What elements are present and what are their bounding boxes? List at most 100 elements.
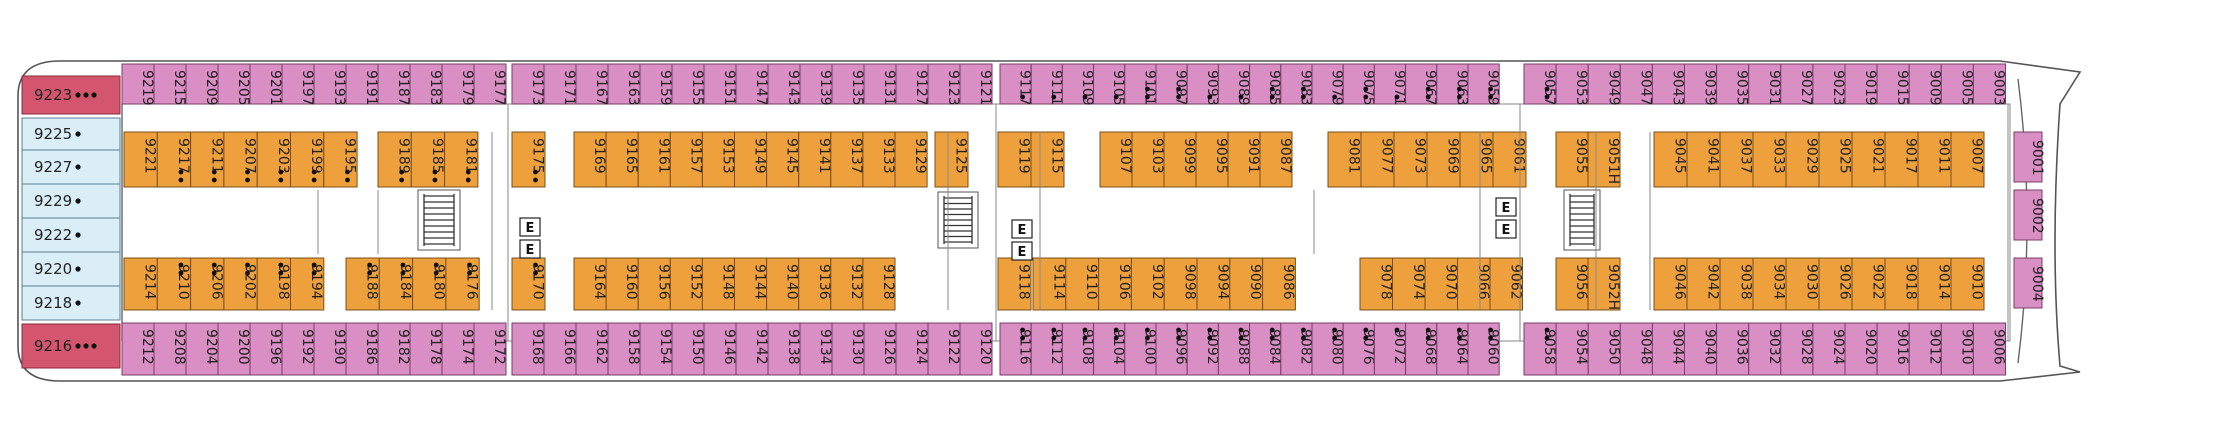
cabin-9128[interactable]: 9128	[862, 257, 896, 311]
cabin-9102[interactable]: 9102	[1130, 257, 1165, 311]
cabin-9129[interactable]: 9129	[894, 131, 928, 188]
cabin-9090[interactable]: 9090	[1229, 257, 1263, 311]
cabin-9104[interactable]: 9104	[1093, 322, 1127, 376]
cabin-9089[interactable]: 9089	[1217, 63, 1251, 106]
cabin-9164[interactable]: 9164	[573, 257, 607, 311]
cabin-9206[interactable]: 9206	[190, 257, 225, 311]
cabin-9166[interactable]: 9166	[543, 322, 577, 376]
cabin-9099[interactable]: 9099	[1163, 131, 1197, 188]
cabin-9217[interactable]: 9217	[156, 131, 192, 188]
cabin-9187[interactable]: 9187	[377, 63, 411, 106]
cabin-9212[interactable]: 9212	[121, 322, 155, 376]
cabin-9097[interactable]: 9097	[1155, 63, 1189, 106]
cabin-9024[interactable]: 9024	[1812, 322, 1846, 376]
cabin-9172[interactable]: 9172	[473, 322, 507, 376]
cabin-9067[interactable]: 9067	[1405, 63, 1439, 106]
cabin-9056[interactable]: 9056	[1555, 257, 1589, 311]
cabin-9088[interactable]: 9088	[1217, 322, 1251, 376]
cabin-9049[interactable]: 9049	[1587, 63, 1621, 106]
cabin-9153[interactable]: 9153	[701, 131, 735, 188]
cabin-9145[interactable]: 9145	[766, 131, 800, 188]
cabin-9207[interactable]: 9207	[223, 131, 258, 188]
cabin-9084[interactable]: 9084	[1249, 322, 1283, 376]
cabin-9147[interactable]: 9147	[735, 63, 769, 106]
cabin-9091[interactable]: 9091	[1227, 131, 1261, 188]
cabin-9095[interactable]: 9095	[1195, 131, 1229, 188]
cabin-9106[interactable]: 9106	[1098, 257, 1132, 311]
cabin-9029[interactable]: 9029	[1785, 131, 1820, 188]
cabin-9007[interactable]: 9007	[1950, 131, 1985, 188]
cabin-9214[interactable]: 9214	[123, 257, 158, 311]
cabin-9048[interactable]: 9048	[1619, 322, 1653, 376]
cabin-9211[interactable]: 9211	[190, 131, 225, 188]
cabin-9208[interactable]: 9208	[153, 322, 187, 376]
cabin-9185[interactable]: 9185	[410, 131, 446, 188]
cabin-9004[interactable]: 9004	[2013, 257, 2045, 309]
cabin-9030[interactable]: 9030	[1785, 257, 1820, 311]
cabin-9143[interactable]: 9143	[767, 63, 801, 106]
cabin-9038[interactable]: 9038	[1719, 257, 1754, 311]
cabin-9043[interactable]: 9043	[1651, 63, 1685, 106]
cabin-9033[interactable]: 9033	[1752, 131, 1787, 188]
cabin-9026[interactable]: 9026	[1818, 257, 1853, 311]
cabin-9184[interactable]: 9184	[378, 257, 414, 311]
cabin-9154[interactable]: 9154	[639, 322, 673, 376]
cabin-9112[interactable]: 9112	[1030, 322, 1064, 376]
cabin-9044[interactable]: 9044	[1651, 322, 1685, 376]
cabin-9115[interactable]: 9115	[1030, 131, 1065, 188]
cabin-9021[interactable]: 9021	[1851, 131, 1886, 188]
cabin-9193[interactable]: 9193	[313, 63, 347, 106]
cabin-9138[interactable]: 9138	[767, 322, 801, 376]
cabin-9144[interactable]: 9144	[734, 257, 768, 311]
cabin-9216[interactable]: 9216	[21, 323, 121, 369]
cabin-9079[interactable]: 9079	[1311, 63, 1345, 106]
cabin-9221[interactable]: 9221	[123, 131, 158, 188]
cabin-9200[interactable]: 9200	[217, 322, 251, 376]
cabin-9020[interactable]: 9020	[1844, 322, 1878, 376]
cabin-9137[interactable]: 9137	[830, 131, 864, 188]
cabin-9191[interactable]: 9191	[345, 63, 379, 106]
cabin-9055[interactable]: 9055	[1555, 131, 1589, 188]
cabin-9215[interactable]: 9215	[153, 63, 187, 106]
cabin-9059[interactable]: 9059	[1467, 63, 1501, 106]
cabin-9139[interactable]: 9139	[799, 63, 833, 106]
cabin-9121[interactable]: 9121	[959, 63, 993, 106]
cabin-9158[interactable]: 9158	[607, 322, 641, 376]
cabin-9086[interactable]: 9086	[1262, 257, 1296, 311]
cabin-9083[interactable]: 9083	[1280, 63, 1314, 106]
cabin-9036[interactable]: 9036	[1716, 322, 1750, 376]
cabin-9011[interactable]: 9011	[1917, 131, 1952, 188]
cabin-9069[interactable]: 9069	[1426, 131, 1461, 188]
cabin-9002[interactable]: 9002	[2013, 189, 2045, 241]
cabin-9087[interactable]: 9087	[1259, 131, 1293, 188]
cabin-9051H[interactable]: 9051H	[1587, 131, 1621, 188]
cabin-9168[interactable]: 9168	[511, 322, 545, 376]
cabin-9122[interactable]: 9122	[927, 322, 961, 376]
cabin-9116[interactable]: 9116	[999, 322, 1033, 376]
cabin-9220[interactable]: 9220	[21, 251, 121, 287]
cabin-9218[interactable]: 9218	[21, 285, 121, 321]
cabin-9078[interactable]: 9078	[1359, 257, 1393, 311]
cabin-9093[interactable]: 9093	[1186, 63, 1220, 106]
cabin-9061[interactable]: 9061	[1492, 131, 1527, 188]
cabin-9182[interactable]: 9182	[377, 322, 411, 376]
cabin-9203[interactable]: 9203	[256, 131, 292, 188]
cabin-9085[interactable]: 9085	[1249, 63, 1283, 106]
cabin-9189[interactable]: 9189	[377, 131, 412, 188]
cabin-9057[interactable]: 9057	[1523, 63, 1557, 106]
cabin-9194[interactable]: 9194	[290, 257, 325, 311]
cabin-9177[interactable]: 9177	[473, 63, 507, 106]
cabin-9047[interactable]: 9047	[1619, 63, 1653, 106]
cabin-9081[interactable]: 9081	[1327, 131, 1362, 188]
cabin-9117[interactable]: 9117	[999, 63, 1033, 106]
cabin-9210[interactable]: 9210	[156, 257, 192, 311]
cabin-9195[interactable]: 9195	[323, 131, 358, 188]
cabin-9201[interactable]: 9201	[249, 63, 283, 106]
cabin-9188[interactable]: 9188	[345, 257, 380, 311]
cabin-9223[interactable]: 9223	[21, 75, 121, 115]
cabin-9031[interactable]: 9031	[1748, 63, 1782, 106]
cabin-9010[interactable]: 9010	[1950, 257, 1985, 311]
cabin-9219[interactable]: 9219	[121, 63, 155, 106]
cabin-9105[interactable]: 9105	[1093, 63, 1127, 106]
cabin-9009[interactable]: 9009	[1908, 63, 1942, 106]
